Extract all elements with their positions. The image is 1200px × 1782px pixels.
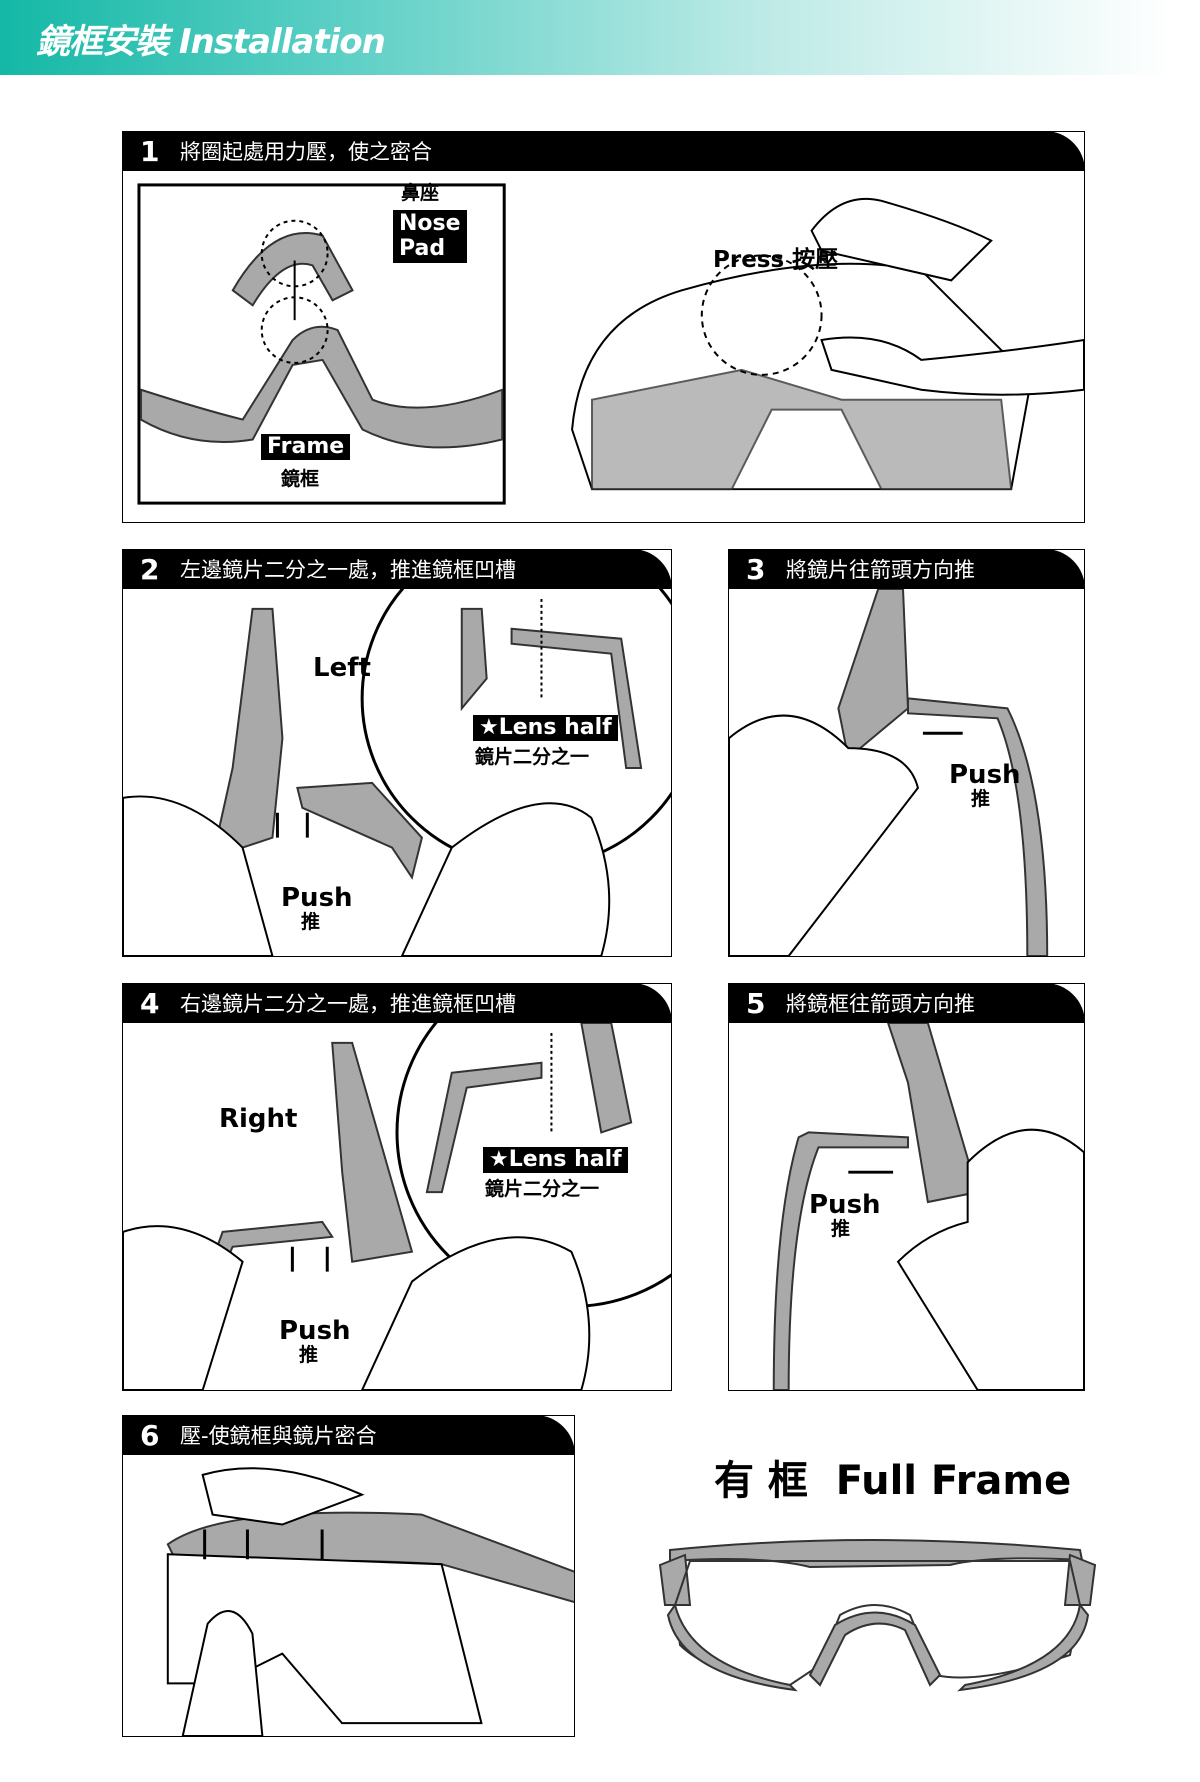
nose-label-line1: Nose — [399, 211, 461, 236]
step-2-panel: 2 左邊鏡片二分之一處，推進鏡框凹槽 Left ★Lens half 鏡片二分之一… — [122, 549, 672, 957]
push-label-cn: 推 — [299, 1344, 319, 1366]
push-label-cn: 推 — [831, 1218, 851, 1240]
press-label: Press 按壓 — [713, 247, 839, 273]
push-label: Push — [949, 760, 1021, 790]
step-1-illustration — [123, 171, 1084, 522]
lens-half-label-cn: 鏡片二分之一 — [485, 1178, 600, 1200]
step-2-illustration — [123, 589, 671, 956]
step-5-illustration — [729, 1023, 1084, 1390]
header-banner: 鏡框安裝 Installation — [0, 0, 1172, 75]
step-5-header: 5 將鏡框往箭頭方向推 — [728, 983, 1085, 1023]
frame-label-cn: 鏡框 — [281, 468, 320, 490]
push-label: Push — [809, 1190, 881, 1220]
step-6-illustration — [123, 1455, 574, 1736]
step-number: 3 — [746, 552, 766, 586]
step-text: 將鏡片往箭頭方向推 — [786, 558, 975, 582]
side-label: Right — [219, 1104, 298, 1134]
nose-pad-label-cn: 鼻座 — [401, 182, 440, 204]
step-number: 4 — [140, 986, 160, 1020]
step-number: 1 — [140, 134, 160, 168]
push-label-cn: 推 — [301, 911, 321, 933]
step-3-panel: 3 將鏡片往箭頭方向推 Push 推 — [728, 549, 1085, 957]
step-4-header: 4 右邊鏡片二分之一處，推進鏡框凹槽 — [122, 983, 672, 1023]
step-text: 右邊鏡片二分之一處，推進鏡框凹槽 — [180, 992, 516, 1016]
step-4-panel: 4 右邊鏡片二分之一處，推進鏡框凹槽 Right ★Lens half 鏡片二分之… — [122, 983, 672, 1391]
step-text: 壓-使鏡框與鏡片密合 — [180, 1424, 377, 1448]
step-3-illustration — [729, 589, 1084, 956]
step-number: 5 — [746, 986, 766, 1020]
page-title: 鏡框安裝 Installation — [36, 22, 386, 62]
nose-label-line2: Pad — [399, 236, 446, 262]
lens-half-label: ★Lens half — [483, 1147, 628, 1174]
step-2-header: 2 左邊鏡片二分之一處，推進鏡框凹槽 — [122, 549, 672, 589]
lens-half-label: ★Lens half — [473, 715, 618, 742]
push-label: Push — [279, 1316, 351, 1346]
side-label: Left — [313, 653, 371, 683]
step-1-header: 1 將圈起處用力壓，使之密合 — [122, 131, 1085, 171]
step-text: 將圈起處用力壓，使之密合 — [180, 140, 432, 164]
step-4-illustration — [123, 1023, 671, 1390]
step-number: 6 — [140, 1418, 160, 1452]
full-frame-glasses-illustration — [658, 1539, 1097, 1692]
step-6-header: 6 壓-使鏡框與鏡片密合 — [122, 1415, 575, 1455]
push-label: Push — [281, 883, 353, 913]
frame-label: Frame — [261, 434, 351, 461]
step-3-header: 3 將鏡片往箭頭方向推 — [728, 549, 1085, 589]
lens-half-label-cn: 鏡片二分之一 — [475, 746, 590, 768]
step-5-panel: 5 將鏡框往箭頭方向推 Push 推 — [728, 983, 1085, 1391]
step-text: 將鏡框往箭頭方向推 — [786, 992, 975, 1016]
step-6-panel: 6 壓-使鏡框與鏡片密合 — [122, 1415, 575, 1737]
push-label-cn: 推 — [971, 788, 991, 810]
full-frame-title: 有 框 Full Frame — [714, 1458, 1072, 1504]
step-text: 左邊鏡片二分之一處，推進鏡框凹槽 — [180, 558, 516, 582]
step-number: 2 — [140, 552, 160, 586]
